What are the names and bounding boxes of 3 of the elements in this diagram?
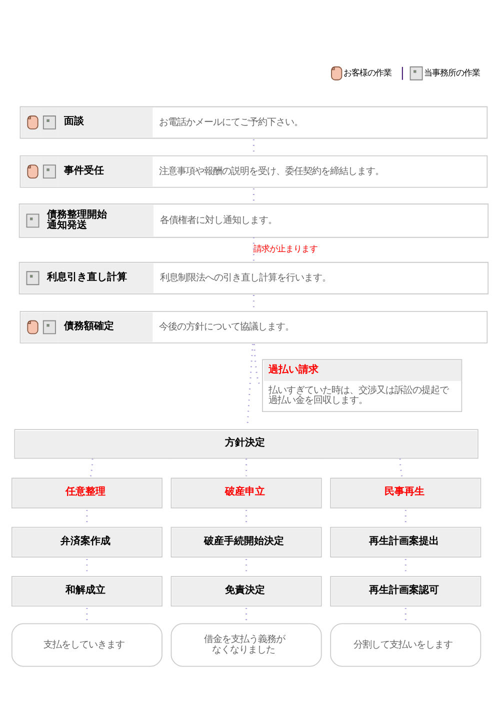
edge-label: 請求が止まります [254, 242, 318, 253]
legend-label: お客様の作業 [344, 66, 392, 77]
legend-label: 当事務所の作業 [424, 66, 480, 77]
